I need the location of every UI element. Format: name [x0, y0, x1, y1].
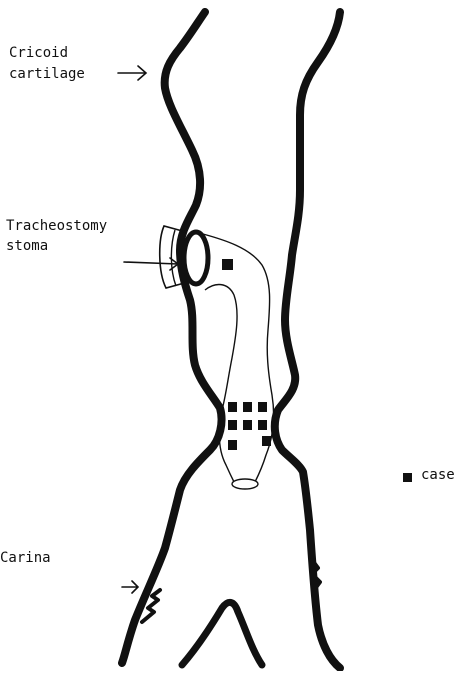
case-marker	[262, 436, 271, 446]
carina-label: Carina	[0, 550, 51, 567]
case-marker	[243, 402, 252, 412]
tube-flange-inner	[171, 230, 176, 286]
carina-ridge	[182, 602, 262, 665]
cricoid-label-line2: cartilage	[9, 66, 85, 83]
stoma-ring	[184, 232, 208, 284]
case-marker	[228, 420, 237, 430]
legend-square-icon	[403, 473, 412, 482]
case-marker	[243, 420, 252, 430]
tube-tip	[232, 479, 258, 489]
case-marker	[228, 402, 237, 412]
right-tracheal-wall	[275, 12, 340, 668]
case-marker	[258, 420, 267, 430]
stoma-label-line1: Tracheostomy	[6, 218, 107, 235]
case-marker	[258, 402, 267, 412]
stoma-arrow	[124, 258, 178, 270]
case-marker	[222, 259, 233, 270]
case-marker	[228, 440, 237, 450]
carina-arrow	[122, 581, 138, 593]
left-tracheal-wall	[122, 12, 222, 663]
legend-text: case	[421, 467, 455, 484]
cricoid-arrow	[118, 66, 146, 80]
cricoid-label-line1: Cricoid	[9, 45, 68, 62]
stoma-label-line2: stoma	[6, 238, 48, 255]
